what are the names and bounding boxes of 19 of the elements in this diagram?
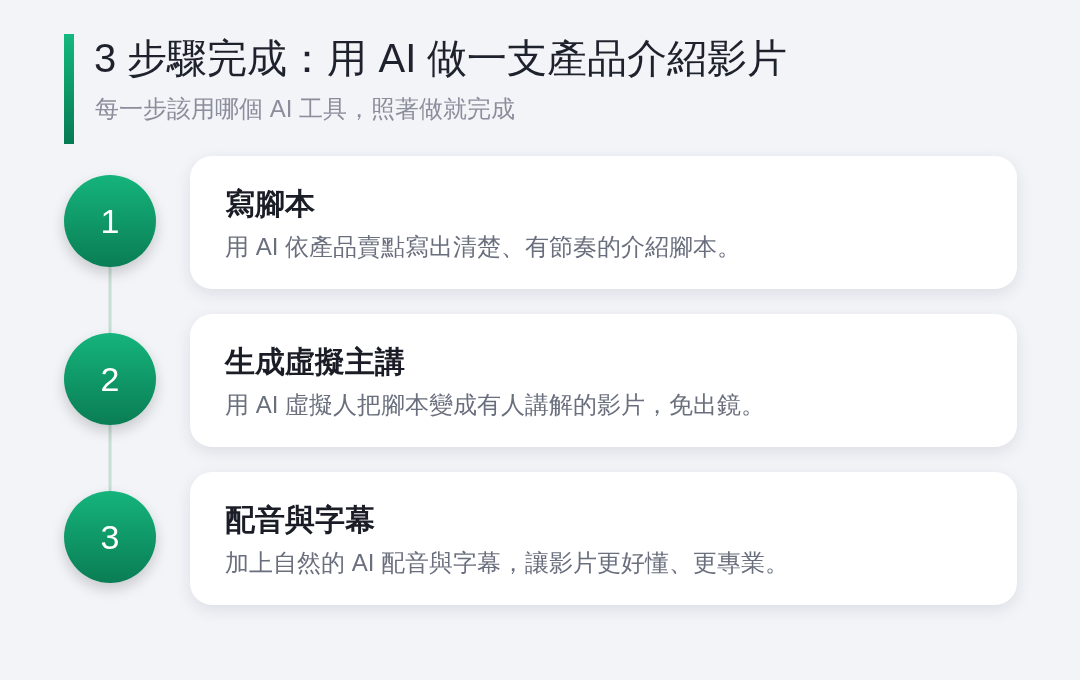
step-card <box>190 472 1017 605</box>
step-heading: 生成虛擬主講 <box>225 344 405 380</box>
step-number: 1 <box>100 201 120 241</box>
step-heading: 配音與字幕 <box>225 502 375 538</box>
step-circle <box>64 175 156 267</box>
connector-line <box>108 425 112 491</box>
step-circle <box>64 491 156 583</box>
step-number: 3 <box>100 517 120 557</box>
step-number: 2 <box>100 359 120 399</box>
step-heading: 寫腳本 <box>225 186 315 222</box>
connector-line <box>108 267 112 333</box>
step-description: 用 AI 虛擬人把腳本變成有人講解的影片，免出鏡。 <box>225 390 765 420</box>
step-description: 加上自然的 AI 配音與字幕，讓影片更好懂、更專業。 <box>225 548 789 578</box>
step-description: 用 AI 依產品賣點寫出清楚、有節奏的介紹腳本。 <box>225 232 741 262</box>
title: 3 步驟完成：用 AI 做一支產品介紹影片 <box>94 35 788 82</box>
step-card <box>190 314 1017 447</box>
subtitle: 每一步該用哪個 AI 工具，照著做就完成 <box>95 94 515 124</box>
step-circle <box>64 333 156 425</box>
step-card <box>190 156 1017 289</box>
